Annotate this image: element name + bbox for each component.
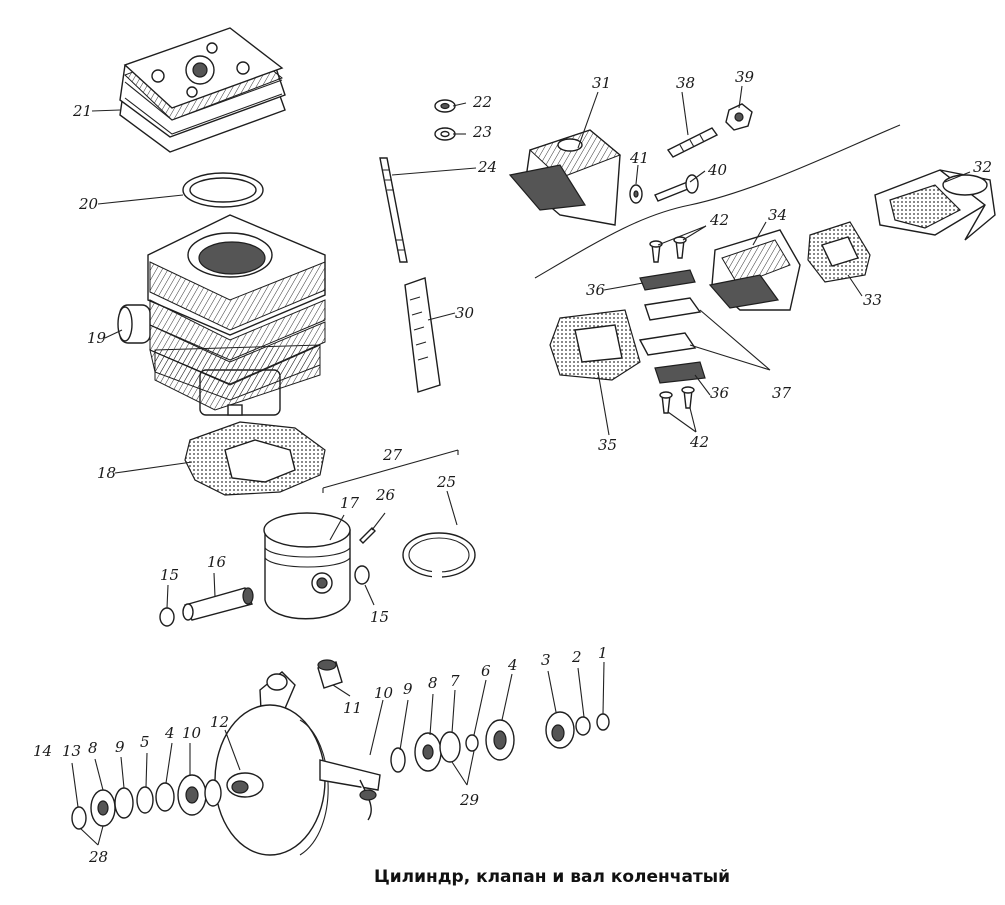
reed-gasket-upper — [807, 221, 871, 283]
callout-14: 14 — [33, 742, 52, 760]
callout-5: 5 — [140, 733, 150, 751]
piston-pin — [182, 587, 254, 621]
callout-7: 7 — [450, 672, 460, 690]
callout-16: 16 — [207, 553, 227, 571]
callout-21: 21 — [72, 102, 92, 120]
callout-6: 6 — [481, 662, 491, 680]
callout-15-right: 15 — [370, 608, 389, 626]
stud-nut-screw — [629, 103, 753, 204]
callout-29: 29 — [459, 791, 480, 809]
callout-19: 19 — [87, 329, 107, 347]
callout-42-bottom: 42 — [689, 433, 709, 451]
callout-8-right: 8 — [428, 674, 438, 692]
reed-valve-body — [508, 129, 621, 226]
reed-petals — [638, 269, 706, 384]
callout-40: 40 — [707, 161, 728, 179]
cylinder — [117, 214, 326, 416]
callout-9-right: 9 — [403, 680, 413, 698]
callout-9-left: 9 — [115, 738, 125, 756]
base-gasket — [184, 421, 326, 496]
nut-and-washer — [434, 99, 456, 141]
callout-22: 22 — [472, 93, 492, 111]
callout-23: 23 — [472, 123, 492, 141]
callout-15-left: 15 — [160, 566, 179, 584]
reed-gasket-lower — [549, 309, 641, 381]
callout-31: 31 — [592, 74, 611, 92]
piston — [263, 512, 351, 620]
callout-26: 26 — [375, 486, 396, 504]
callout-27: 27 — [382, 446, 403, 464]
callout-10-right: 10 — [374, 684, 394, 702]
callout-2: 2 — [571, 648, 582, 666]
intake-manifold — [874, 169, 996, 241]
callout-36-bottom: 36 — [710, 384, 730, 402]
callout-34: 34 — [768, 206, 787, 224]
callout-30: 30 — [455, 304, 475, 322]
left-bearing-stack — [71, 774, 222, 830]
callout-41: 41 — [629, 149, 649, 167]
callout-32: 32 — [973, 158, 992, 176]
screws — [649, 236, 695, 414]
callout-3: 3 — [541, 651, 551, 669]
callout-11: 11 — [343, 699, 362, 717]
callout-12: 12 — [210, 713, 229, 731]
callout-35: 35 — [598, 436, 617, 454]
callout-20: 20 — [78, 195, 99, 213]
circlip-left — [159, 607, 175, 627]
callout-4-right: 4 — [507, 656, 518, 674]
callout-39: 39 — [735, 68, 755, 86]
callout-4-left: 4 — [164, 724, 175, 742]
stud — [379, 157, 408, 263]
callout-37: 37 — [772, 384, 792, 402]
callout-labels: 21 20 19 18 22 23 24 30 31 38 39 40 41 3… — [33, 68, 992, 866]
callout-24: 24 — [477, 158, 497, 176]
right-bearing-stack — [390, 711, 610, 773]
callout-33: 33 — [863, 291, 882, 309]
callout-17: 17 — [340, 494, 360, 512]
circlip-right — [354, 565, 370, 585]
callout-25: 25 — [436, 473, 456, 491]
locating-pin — [359, 527, 376, 544]
callout-1: 1 — [598, 644, 608, 662]
bush — [317, 659, 343, 689]
chain-tensioner — [404, 277, 441, 393]
callout-18: 18 — [97, 464, 116, 482]
callout-13: 13 — [62, 742, 81, 760]
leader-lines — [71, 85, 971, 846]
crankshaft — [214, 671, 381, 856]
callout-8-left: 8 — [88, 739, 98, 757]
figure-caption: Цилиндр, клапан и вал коленчатый — [374, 867, 730, 887]
callout-42-top: 42 — [709, 211, 729, 229]
callout-10-left: 10 — [182, 724, 202, 742]
group-bracket — [534, 124, 901, 279]
callout-28: 28 — [88, 848, 108, 866]
reed-block — [708, 229, 801, 311]
callout-38: 38 — [676, 74, 695, 92]
cylinder-head — [119, 27, 286, 153]
callout-36-top: 36 — [586, 281, 606, 299]
